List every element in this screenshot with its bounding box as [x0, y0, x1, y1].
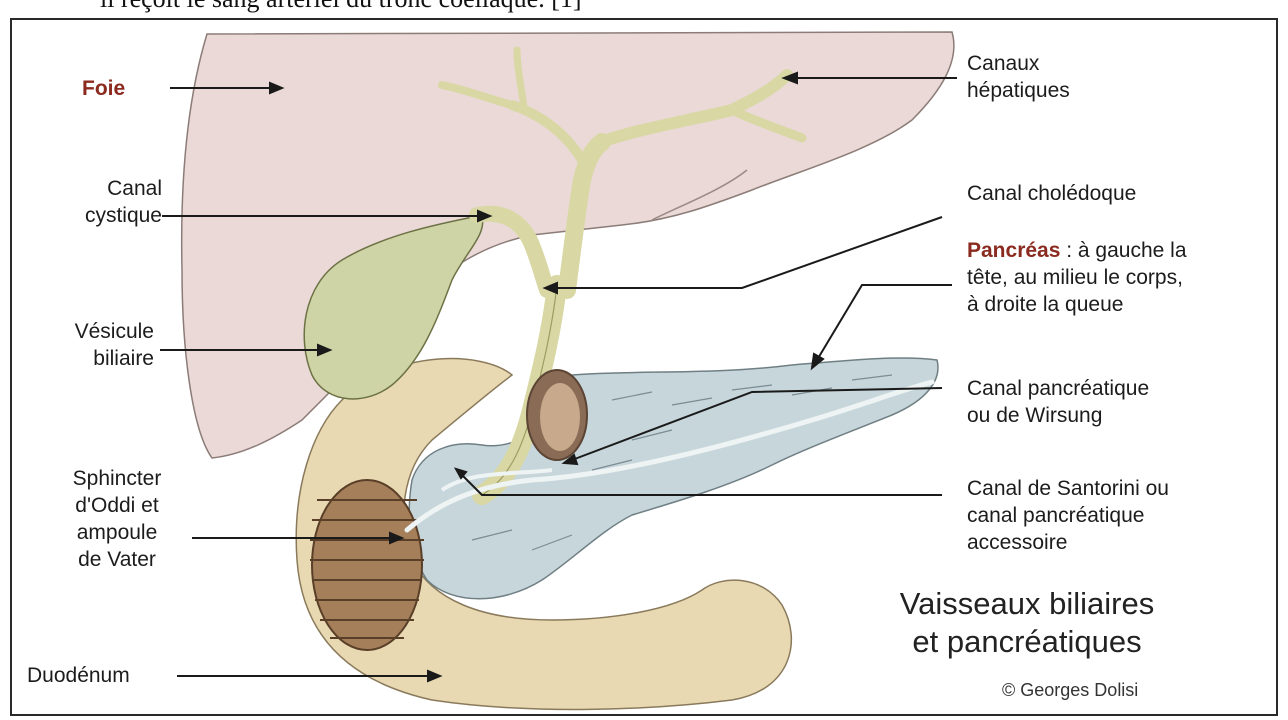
label-duodenum: Duodénum [27, 662, 130, 689]
label-canal-wirsung: Canal pancréatique ou de Wirsung [967, 375, 1149, 429]
top-caption: il reçoit le sang artériel du tronc coel… [100, 0, 582, 14]
credit-text: © Georges Dolisi [1002, 680, 1138, 701]
label-sphincter-oddi: Sphincter d'Oddi et ampoule de Vater [52, 465, 182, 573]
label-canal-santorini: Canal de Santorini ou canal pancréatique… [967, 475, 1169, 556]
sphincter-ampulla [310, 480, 424, 650]
label-canal-choledoque: Canal cholédoque [967, 180, 1136, 207]
label-foie: Foie [82, 75, 125, 102]
label-vesicule-biliaire: Vésicule biliaire [44, 318, 154, 372]
label-pancreas: Pancréas : à gauche la tête, au milieu l… [967, 237, 1187, 318]
diagram-title: Vaisseaux biliaires et pancréatiques [862, 585, 1192, 661]
label-canaux-hepatiques: Canaux hépatiques [967, 50, 1070, 104]
diagram-frame: Foie Canaux hépatiques Canal cystique Ca… [10, 18, 1278, 716]
label-canal-cystique: Canal cystique [62, 175, 162, 229]
